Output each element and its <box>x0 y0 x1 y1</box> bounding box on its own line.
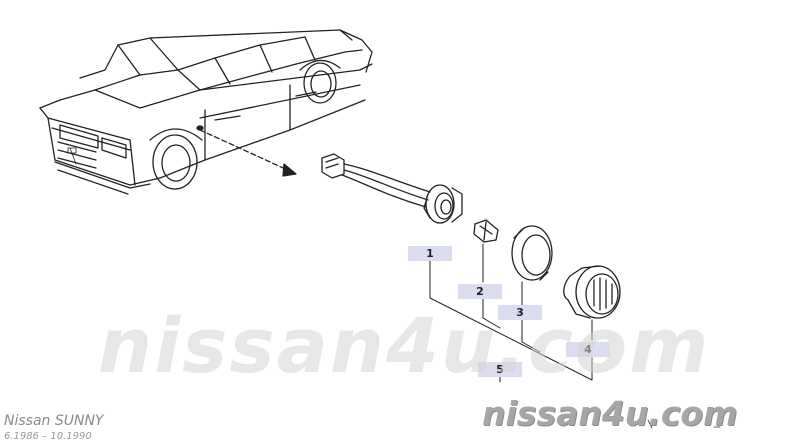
car-illustration <box>39 29 373 195</box>
model-name: Nissan SUNNY <box>4 413 104 429</box>
callout-1: 1 <box>408 246 452 261</box>
production-date-range: 6.1986 – 10.1990 <box>4 431 92 442</box>
watermark-center: nissan4u.com <box>98 301 711 390</box>
location-pointer <box>199 129 297 177</box>
part-4-lamp-lens <box>563 265 621 319</box>
corner-mark <box>647 419 653 429</box>
callout-4: 4 <box>566 342 610 357</box>
part-1-harness-socket <box>321 153 463 224</box>
callout-2: 2 <box>458 284 502 299</box>
part-3-ring <box>511 225 553 281</box>
watermark-bottom: nissan4u.com <box>482 394 738 433</box>
callout-leaders <box>429 243 593 383</box>
callout-3: 3 <box>498 305 542 320</box>
part-2-bulb <box>473 219 499 243</box>
callout-5: 5 <box>478 362 522 377</box>
